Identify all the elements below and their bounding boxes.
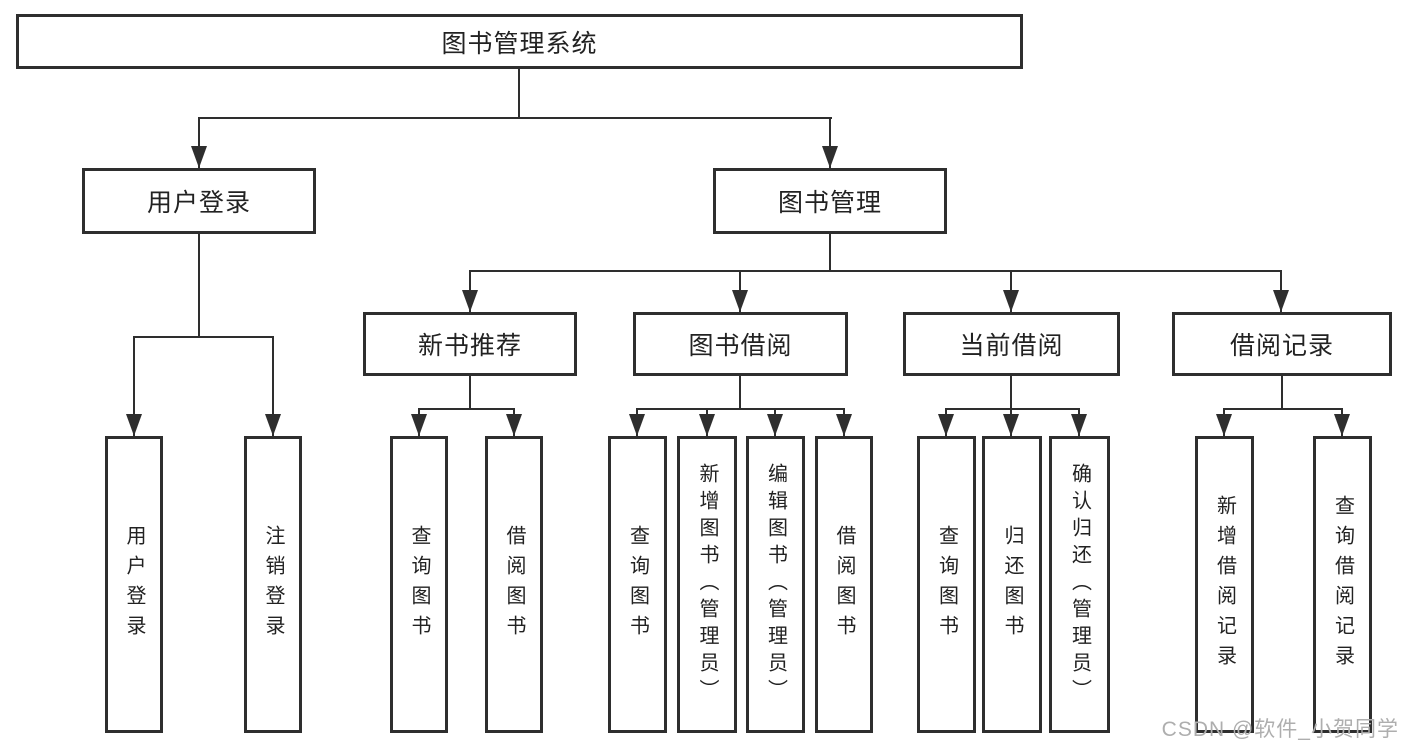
node-label: 借阅图书 bbox=[833, 524, 855, 645]
arrow-down-icon bbox=[1071, 414, 1087, 436]
connector-line bbox=[945, 408, 1080, 410]
leaf-query-books-current: 查询图书 bbox=[917, 436, 976, 733]
leaf-borrow-books-borrowing: 借阅图书 bbox=[815, 436, 873, 733]
connector-line bbox=[518, 69, 520, 118]
arrow-down-icon bbox=[1334, 414, 1350, 436]
node-new-book-recommend: 新书推荐 bbox=[363, 312, 577, 376]
node-label: 当前借阅 bbox=[959, 332, 1064, 360]
connector-line bbox=[198, 234, 200, 338]
connector-line bbox=[198, 117, 200, 168]
leaf-borrow-books-recommend: 借阅图书 bbox=[485, 436, 543, 733]
arrow-down-icon bbox=[1216, 414, 1232, 436]
arrow-down-icon bbox=[767, 414, 783, 436]
arrow-down-icon bbox=[822, 146, 838, 168]
node-root-library-system: 图书管理系统 bbox=[16, 14, 1023, 69]
arrow-down-icon bbox=[1003, 290, 1019, 312]
node-book-management: 图书管理 bbox=[713, 168, 947, 234]
arrow-down-icon bbox=[1003, 414, 1019, 436]
node-label: 编辑图书（管理员） bbox=[764, 463, 787, 706]
arrow-down-icon bbox=[938, 414, 954, 436]
connector-line bbox=[469, 376, 471, 410]
arrow-down-icon bbox=[265, 414, 281, 436]
node-borrowing-records: 借阅记录 bbox=[1172, 312, 1392, 376]
connector-line bbox=[829, 234, 831, 272]
node-book-borrowing: 图书借阅 bbox=[633, 312, 848, 376]
node-label: 查询借阅记录 bbox=[1331, 494, 1354, 675]
connector-line bbox=[418, 408, 515, 410]
leaf-add-book-admin: 新增图书（管理员） bbox=[677, 436, 737, 733]
node-label: 归还图书 bbox=[1001, 524, 1023, 645]
connector-line bbox=[739, 376, 741, 410]
leaf-user-login: 用户登录 bbox=[105, 436, 163, 733]
node-label: 用户登录 bbox=[123, 524, 145, 645]
node-label: 借阅记录 bbox=[1229, 332, 1334, 360]
arrow-down-icon bbox=[462, 290, 478, 312]
connector-line bbox=[1010, 376, 1012, 410]
node-label: 查询图书 bbox=[408, 524, 430, 645]
node-label: 注销登录 bbox=[262, 524, 284, 645]
arrow-down-icon bbox=[126, 414, 142, 436]
connector-line bbox=[198, 117, 832, 119]
node-label: 新增图书（管理员） bbox=[696, 463, 718, 706]
leaf-logout: 注销登录 bbox=[244, 436, 302, 733]
node-current-borrowing: 当前借阅 bbox=[903, 312, 1120, 376]
leaf-add-borrow-record: 新增借阅记录 bbox=[1195, 436, 1254, 733]
connector-line bbox=[1223, 408, 1343, 410]
leaf-query-books-borrowing: 查询图书 bbox=[608, 436, 667, 733]
node-label: 新增借阅记录 bbox=[1213, 494, 1236, 675]
connector-line bbox=[133, 336, 135, 436]
arrow-down-icon bbox=[506, 414, 522, 436]
leaf-query-books-recommend: 查询图书 bbox=[390, 436, 448, 733]
arrow-down-icon bbox=[732, 290, 748, 312]
leaf-confirm-return-admin: 确认归还（管理员） bbox=[1049, 436, 1110, 733]
leaf-return-book: 归还图书 bbox=[982, 436, 1042, 733]
arrow-down-icon bbox=[836, 414, 852, 436]
node-label: 图书管理系统 bbox=[441, 29, 598, 58]
node-label: 确认归还（管理员） bbox=[1068, 463, 1091, 706]
connector-line bbox=[272, 336, 274, 436]
leaf-query-borrow-record: 查询借阅记录 bbox=[1313, 436, 1372, 733]
arrow-down-icon bbox=[699, 414, 715, 436]
node-label: 借阅图书 bbox=[503, 524, 525, 645]
node-label: 新书推荐 bbox=[417, 332, 522, 360]
node-label: 查询图书 bbox=[935, 524, 958, 645]
connector-line bbox=[829, 117, 831, 168]
node-label: 图书借阅 bbox=[688, 332, 793, 360]
node-label: 图书管理 bbox=[777, 189, 882, 217]
node-user-login: 用户登录 bbox=[82, 168, 316, 234]
connector-line bbox=[133, 336, 274, 338]
node-label: 用户登录 bbox=[146, 189, 251, 217]
arrow-down-icon bbox=[629, 414, 645, 436]
leaf-edit-book-admin: 编辑图书（管理员） bbox=[746, 436, 805, 733]
arrow-down-icon bbox=[191, 146, 207, 168]
csdn-watermark: CSDN @软件_小贺同学 bbox=[1161, 718, 1399, 741]
connector-line bbox=[1281, 376, 1283, 410]
connector-line bbox=[469, 270, 1282, 272]
arrow-down-icon bbox=[1273, 290, 1289, 312]
arrow-down-icon bbox=[411, 414, 427, 436]
connector-line bbox=[636, 408, 845, 410]
node-label: 查询图书 bbox=[626, 524, 649, 645]
